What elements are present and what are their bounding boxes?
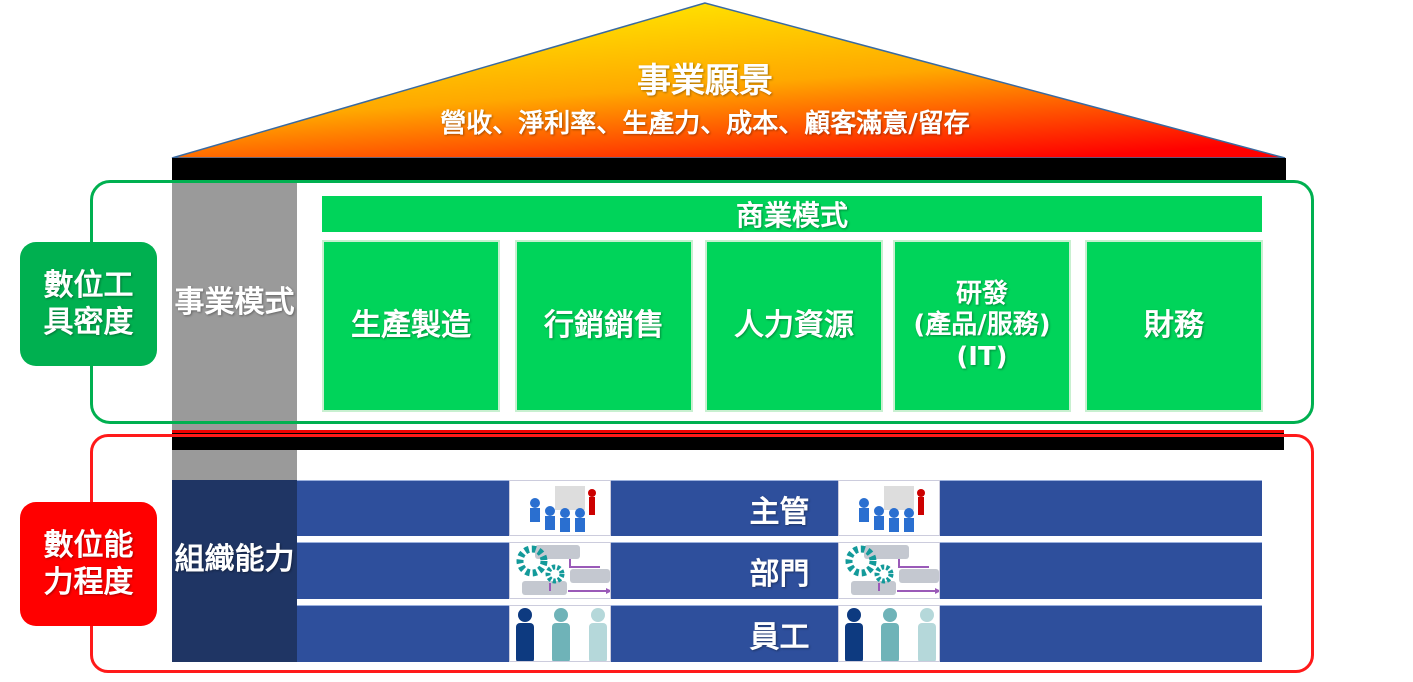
employees-icon [509, 605, 611, 662]
beam-top [172, 158, 1286, 180]
gears-workflow-icon [509, 542, 611, 599]
row-label: 部門 [749, 557, 810, 592]
vision-title: 事業願景 [637, 61, 773, 101]
meeting-icon [509, 480, 611, 536]
vision-subtitle: 營收、淨利率、生產力、成本、顧客滿意/留存 [440, 108, 970, 139]
digital-tools-label: 數位工具密度 [20, 242, 157, 366]
business-model-column-label: 事業模式 [174, 285, 295, 321]
box-manufacturing: 生產製造 [322, 240, 500, 412]
org-column [172, 480, 297, 662]
org-capability-column-label: 組織能力 [174, 542, 295, 578]
business-model-header: 商業模式 [322, 196, 1262, 232]
box-human-resources: 人力資源 [705, 240, 883, 412]
row-managers: 主管 [297, 480, 1262, 536]
employees-icon [838, 605, 940, 662]
box-finance: 財務 [1085, 240, 1263, 412]
digital-capability-label: 數位能力程度 [20, 502, 157, 626]
box-marketing-sales: 行銷銷售 [515, 240, 693, 412]
gears-workflow-icon [838, 542, 940, 599]
row-label: 員工 [749, 620, 810, 655]
row-label: 主管 [749, 494, 810, 530]
row-employees: 員工 [297, 605, 1262, 662]
box-rnd: 研發 (產品/服務) (IT) [893, 240, 1071, 412]
meeting-icon [838, 480, 940, 536]
row-departments: 部門 [297, 542, 1262, 599]
